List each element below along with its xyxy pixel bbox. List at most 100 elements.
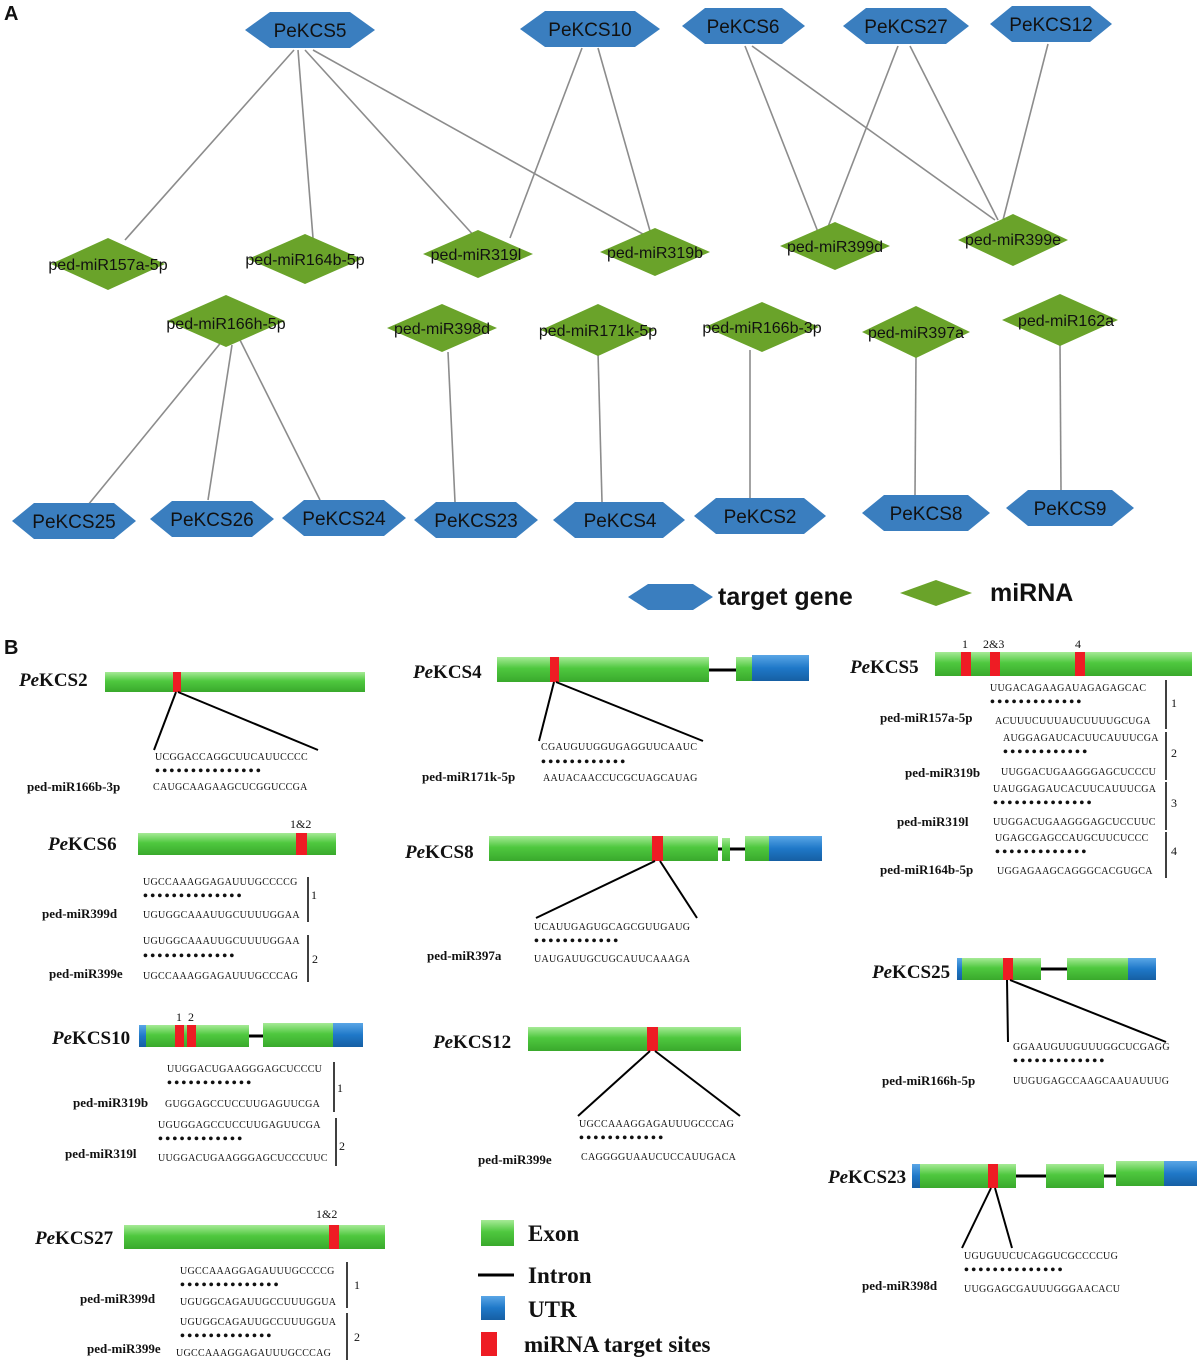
gene-title-pekcs2: PeKCS2	[18, 670, 88, 691]
gene-label-pekcs26: PeKCS26	[170, 510, 253, 531]
legend-exon-label: Exon	[528, 1221, 579, 1246]
mirna-label-mir398d: ped-miR398d	[394, 321, 490, 338]
pairing-dots: • • • • • • • • • • • • •	[1013, 1054, 1104, 1069]
exon	[1116, 1161, 1164, 1186]
mirna-sequence: CAGGGGUAAUCUCCAUUGACA	[581, 1152, 737, 1163]
target-site	[990, 652, 1000, 676]
mirna-node-mir397a	[862, 306, 970, 358]
mirna-sequence: UGCCAAAGGAGAUUUGCCCAG	[143, 971, 298, 982]
gene-title-pekcs23: PeKCS23	[827, 1167, 906, 1188]
pairing-dots: • • • • • • • • • • • •	[158, 1132, 242, 1147]
edge-kcs5-mir157a	[124, 49, 295, 241]
pairing-dots: • • • • • • • • • • • •	[534, 934, 618, 949]
exon	[935, 652, 1192, 676]
gene-structure-pekcs23: PeKCS23 UGUGUUCUCAGGUCGCCCCUG • • • • • …	[827, 1161, 1197, 1295]
target-site	[647, 1027, 658, 1051]
mirna-node-mir166h-5p	[167, 295, 285, 347]
edge-mir397a-kcs8	[914, 354, 917, 496]
target-site	[550, 657, 559, 682]
panel-a-label: A	[4, 3, 18, 25]
network-edges	[87, 43, 1062, 506]
exon	[528, 1027, 741, 1051]
mirna-node-mir319b	[600, 228, 710, 276]
gene-label-pekcs12: PeKCS12	[1009, 15, 1092, 36]
gene-node-pekcs27	[843, 8, 969, 44]
mirna-name: ped-miR397a	[427, 948, 502, 963]
gene-node-pekcs25	[12, 503, 136, 539]
callout-line	[535, 860, 656, 919]
utr	[1164, 1161, 1197, 1186]
mirna-name: ped-miR399e	[49, 966, 123, 981]
mirna-name: ped-miR399e	[478, 1152, 552, 1167]
mid-mirna-nodes: ped-miR157a-5p ped-miR164b-5p ped-miR319…	[48, 214, 1068, 290]
target-sequence: UGCCAAAGGAGAUUUGCCCCG	[143, 877, 298, 888]
target-sequence: UGUGGCAGAUUGCCUUUGGUA	[180, 1317, 337, 1328]
edge-mir398d-kcs23	[447, 351, 456, 503]
exon	[263, 1023, 333, 1047]
exon	[1067, 958, 1128, 980]
pairing-dots: • • • • • • • • • • • • • •	[143, 889, 242, 904]
gene-structure-pekcs27: PeKCS27 1&2 UGCCAAAGGAGAUUUGCCCCG • • • …	[34, 1207, 385, 1360]
gene-structure-pekcs10: PeKCS10 1 2 UUGGACUGAAGGGAGCUCCCU • • • …	[51, 1010, 363, 1166]
pair-number: 1	[311, 888, 317, 902]
target-site	[173, 672, 181, 692]
target-site	[1075, 652, 1085, 676]
utr	[1128, 958, 1156, 980]
legend-exon-swatch	[481, 1220, 514, 1246]
pairing-dots: • • • • • • • • • • • • •	[143, 949, 234, 964]
panel-b-label: B	[4, 637, 18, 659]
exon	[736, 657, 752, 681]
gene-label-pekcs8: PeKCS8	[890, 504, 963, 525]
legend-utr-label: UTR	[528, 1297, 577, 1322]
target-site	[187, 1025, 196, 1047]
pairing-dots: • • • • • • • • • • • •	[579, 1131, 663, 1146]
legend-gene-label: target gene	[718, 583, 853, 611]
target-site	[175, 1025, 184, 1047]
mirna-label-mir399e: ped-miR399e	[965, 232, 1061, 249]
gene-title-pekcs6: PeKCS6	[47, 834, 117, 855]
mirna-node-mir157a-5p	[51, 238, 165, 290]
mirna-sequence: UUGGAGCGAUUUGGGAACACU	[964, 1284, 1121, 1295]
pair-number: 3	[1171, 796, 1177, 810]
network-legend: target gene miRNA	[628, 579, 1073, 611]
utr	[769, 836, 822, 861]
pair-number: 4	[1171, 844, 1177, 858]
gene-node-pekcs9	[1006, 490, 1134, 526]
gene-label-pekcs10: PeKCS10	[548, 20, 631, 41]
mirna-sequence: UGCCAAAGGAGAUUUGCCCAG	[176, 1348, 331, 1359]
mirna-label-mir164b-5p: ped-miR164b-5p	[245, 252, 364, 269]
gene-title-pekcs10: PeKCS10	[51, 1028, 130, 1049]
callout-line	[1006, 979, 1009, 1043]
edge-kcs10-mir319l	[509, 47, 583, 239]
mirna-sequence: GUGGAGCCUCCUUGAGUUCGA	[165, 1099, 321, 1110]
target-site	[329, 1225, 339, 1249]
pairing-dots: • • • • • • • • • • • • •	[990, 695, 1081, 710]
mirna-sequence: UGUGGCAGAUUGCCUUUGGUA	[180, 1297, 337, 1308]
gene-title-pekcs25: PeKCS25	[871, 962, 950, 983]
gene-label-pekcs27: PeKCS27	[864, 17, 947, 38]
target-sequence: UUGACAGAAGAUAGAGAGCAC	[990, 683, 1146, 694]
gene-title-pekcs4: PeKCS4	[412, 662, 482, 683]
mirna-label-mir397a: ped-miR397a	[868, 325, 964, 342]
target-sequence: UGUGUUCUCAGGUCGCCCCUG	[964, 1251, 1118, 1262]
legend-mirna-label: miRNA	[990, 579, 1073, 607]
mirna-name: ped-miR157a-5p	[880, 710, 972, 725]
pair-number: 2	[339, 1139, 345, 1153]
callout-line	[994, 1187, 1013, 1249]
exon	[489, 836, 718, 861]
pairing-dots: • • • • • • • • • • • • • •	[180, 1278, 279, 1293]
callout-line	[1009, 979, 1167, 1043]
gene-label-pekcs24: PeKCS24	[302, 509, 386, 530]
edge-kcs5-mir319b	[312, 49, 651, 239]
target-sequence: UUGGACUGAAGGGAGCUCCCU	[167, 1064, 323, 1075]
target-site	[961, 652, 971, 676]
callout-line	[555, 681, 704, 742]
legend-mirna-diamond	[900, 580, 972, 606]
edge-kcs27-mir399e	[909, 45, 999, 221]
callout-line	[654, 1050, 741, 1117]
panel-a: A PeKCS5 PeKCS10	[4, 3, 1134, 611]
mirna-name: ped-miR166h-5p	[882, 1073, 975, 1088]
mirna-node-mir171k-5p	[541, 304, 655, 356]
mirna-name: ped-miR171k-5p	[422, 769, 515, 784]
pair-number: 2	[354, 1330, 360, 1344]
